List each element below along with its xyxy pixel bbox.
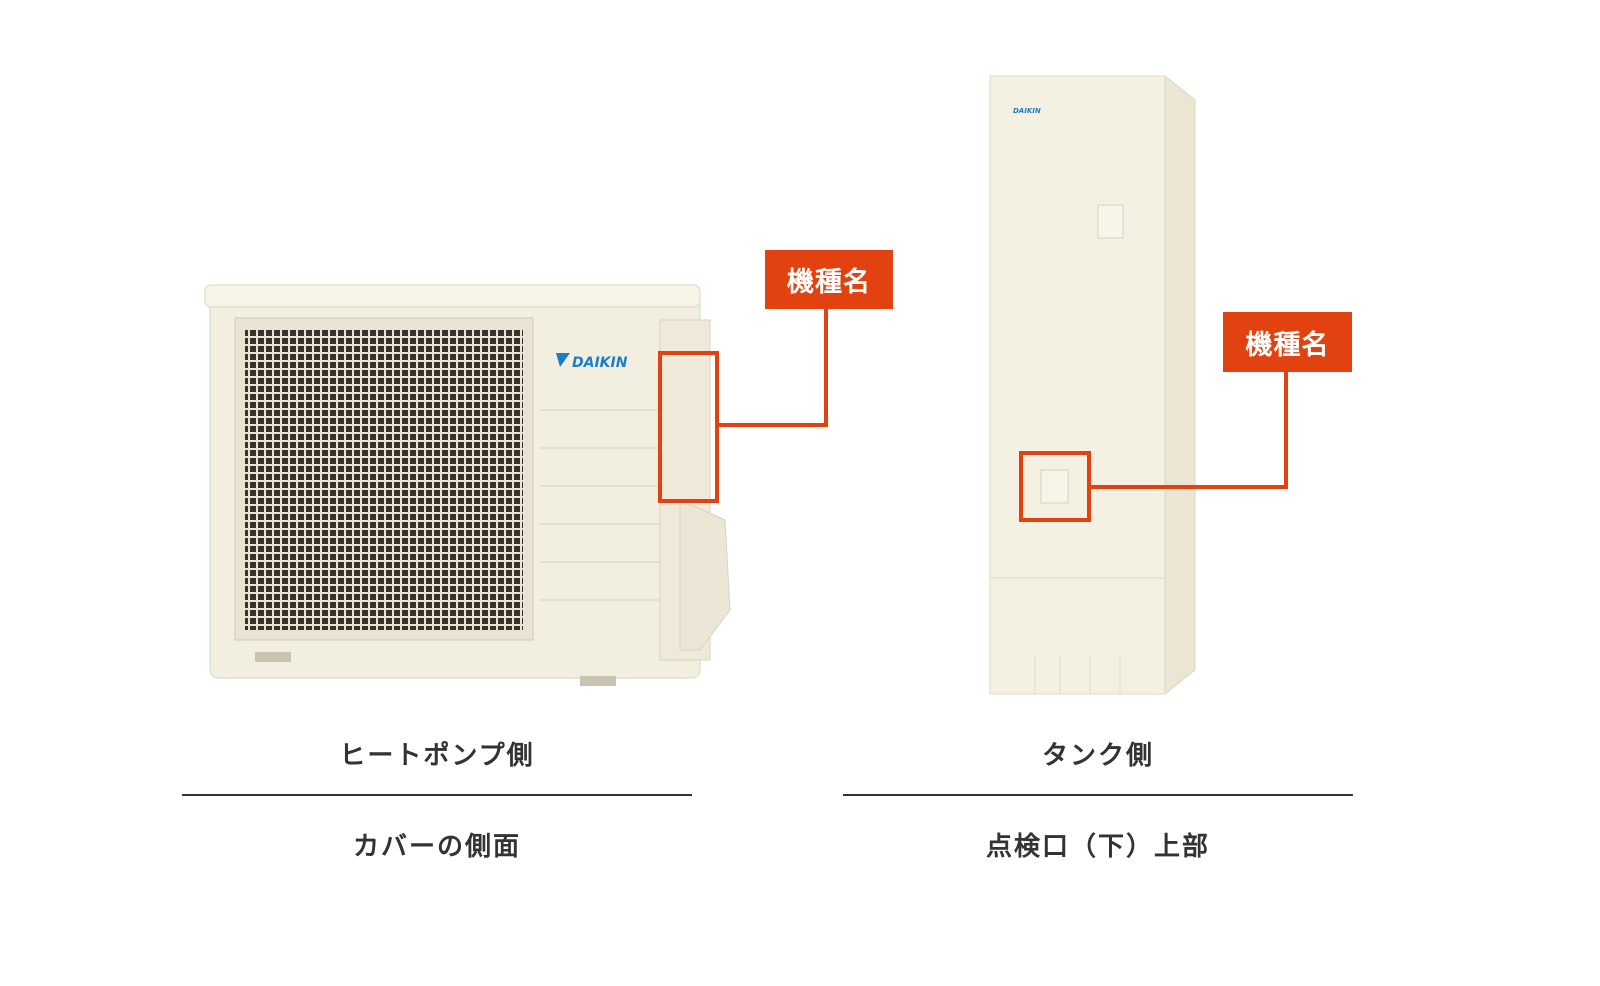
tank-brand-logo: DAIKIN bbox=[1013, 107, 1041, 115]
heat-pump-unit: DAIKIN bbox=[204, 284, 731, 686]
heat-pump-model-callout: 機種名 bbox=[765, 250, 893, 309]
tank-title: タンク側 bbox=[1041, 741, 1154, 771]
heat-pump-location: カバーの側面 bbox=[352, 832, 521, 862]
tank-highlight-box bbox=[1019, 451, 1091, 522]
callout-leaders bbox=[658, 309, 1288, 522]
tank-location: 点検口（下）上部 bbox=[985, 832, 1210, 862]
heat-pump-highlight-box bbox=[658, 351, 719, 503]
divider bbox=[843, 794, 1353, 796]
heat-pump-title: ヒートポンプ側 bbox=[339, 741, 535, 771]
tank-model-callout: 機種名 bbox=[1223, 312, 1352, 372]
heat-pump-brand-logo: DAIKIN bbox=[572, 355, 628, 371]
divider bbox=[182, 794, 692, 796]
tank-unit: DAIKIN bbox=[989, 74, 1196, 696]
